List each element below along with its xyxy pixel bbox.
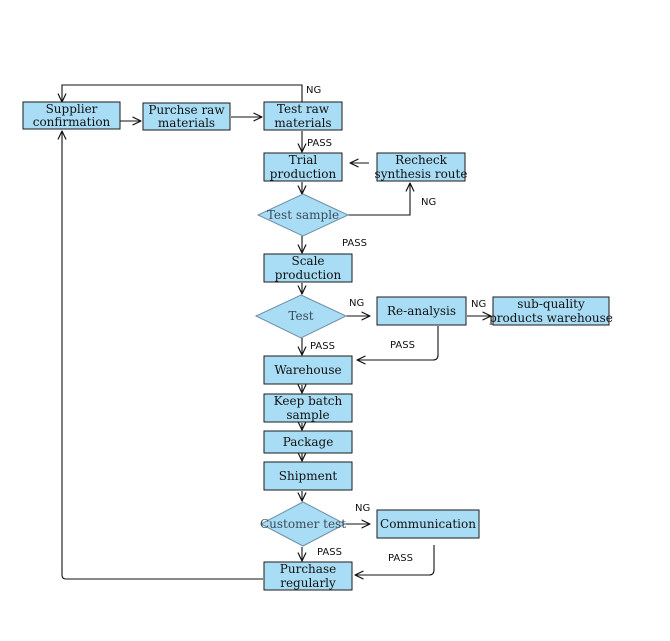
node-label-line-2: synthesis route — [375, 167, 468, 181]
node-label-line-1: Keep batch — [274, 394, 343, 408]
node-supplier-confirmation: Supplier confirmation — [22, 101, 121, 130]
edge-communication-to-purchase-regularly — [355, 545, 435, 575]
node-label-line-2: production — [275, 268, 342, 282]
node-keep-batch-sample: Keep batch sample — [263, 393, 353, 423]
node-label-line-1: Communication — [380, 517, 476, 531]
node-box — [263, 561, 353, 591]
node-shipment: Shipment — [263, 461, 353, 491]
label-ng-test-sample: NG — [421, 197, 436, 208]
node-label-line-1: Purchse raw — [148, 103, 225, 117]
label-ng-top: NG — [306, 85, 321, 96]
node-purchase-regularly: Purchase regularly — [263, 561, 353, 591]
node-box — [263, 101, 343, 131]
node-label-line-1: Recheck — [395, 153, 447, 167]
node-label-line-1: Test raw — [277, 102, 330, 116]
node-trial-production: Trial production — [263, 152, 343, 182]
node-box — [263, 355, 353, 385]
node-label-line-2: production — [270, 167, 337, 181]
node-test: Test — [254, 294, 348, 339]
node-label-line-1: Shipment — [279, 469, 338, 483]
label-pass-reanalysis: PASS — [390, 340, 415, 351]
label-pass-test-sample: PASS — [342, 238, 367, 249]
node-reanalysis: Re-analysis — [376, 296, 467, 326]
node-label-line-1: Customer test — [260, 517, 346, 531]
edge-test-raw-to-supplier-ng — [62, 84, 303, 102]
node-box — [263, 430, 353, 454]
node-label-line-1: sub-quality — [517, 297, 585, 311]
node-label-line-1: Supplier — [46, 102, 98, 116]
label-ng-reanalysis: NG — [471, 299, 486, 310]
node-box — [22, 101, 121, 130]
edges — [62, 84, 491, 580]
label-ng-test: NG — [349, 298, 364, 309]
node-label-line-2: products warehouse — [489, 311, 613, 325]
node-box — [492, 296, 610, 326]
label-pass-test: PASS — [310, 341, 335, 352]
node-box — [142, 102, 231, 131]
node-box — [376, 152, 466, 182]
edge-labels: NG PASS NG PASS NG NG PASS PASS NG PASS … — [306, 85, 486, 564]
node-label-line-1: Purchase — [280, 562, 336, 576]
node-label-line-1: Test — [288, 309, 313, 323]
label-pass-communication: PASS — [388, 553, 413, 564]
node-box — [263, 253, 353, 283]
node-label-line-2: confirmation — [33, 115, 111, 129]
node-diamond — [259, 501, 347, 547]
node-diamond — [256, 193, 350, 237]
node-label-line-1: Warehouse — [274, 363, 341, 377]
edge-reanalysis-to-warehouse — [357, 326, 439, 360]
node-subquality-warehouse: sub-quality products warehouse — [489, 296, 613, 326]
node-box — [376, 296, 467, 326]
label-pass-test-raw: PASS — [307, 138, 332, 149]
node-customer-test: Customer test — [259, 501, 347, 547]
label-pass-customer: PASS — [317, 547, 342, 558]
node-label-line-1: Re-analysis — [387, 304, 456, 318]
node-box — [263, 461, 353, 491]
node-label-line-1: Trial — [289, 153, 318, 167]
node-label-line-1: Scale — [291, 254, 324, 268]
node-test-sample: Test sample — [256, 193, 350, 237]
node-label-line-1: Package — [283, 435, 334, 449]
node-scale-production: Scale production — [263, 253, 353, 283]
node-label-line-1: Test sample — [267, 208, 339, 222]
node-box — [263, 393, 353, 423]
edge-test-sample-to-recheck-ng — [348, 183, 410, 216]
node-box — [263, 152, 343, 182]
nodes: Supplier confirmation Purchse raw materi… — [22, 101, 613, 591]
node-diamond — [254, 294, 348, 339]
node-package: Package — [263, 430, 353, 454]
node-warehouse: Warehouse — [263, 355, 353, 385]
node-label-line-2: materials — [274, 116, 331, 130]
node-communication: Communication — [376, 509, 480, 539]
node-label-line-2: sample — [286, 408, 329, 422]
node-label-line-2: materials — [158, 116, 215, 130]
node-recheck-synthesis-route: Recheck synthesis route — [375, 152, 468, 182]
node-label-line-2: regularly — [280, 576, 336, 590]
edge-purchase-regularly-to-supplier — [62, 131, 263, 580]
node-purchase-raw-materials: Purchse raw materials — [142, 102, 231, 131]
label-ng-customer: NG — [355, 503, 370, 514]
node-test-raw-materials: Test raw materials — [263, 101, 343, 131]
node-box — [376, 509, 480, 539]
